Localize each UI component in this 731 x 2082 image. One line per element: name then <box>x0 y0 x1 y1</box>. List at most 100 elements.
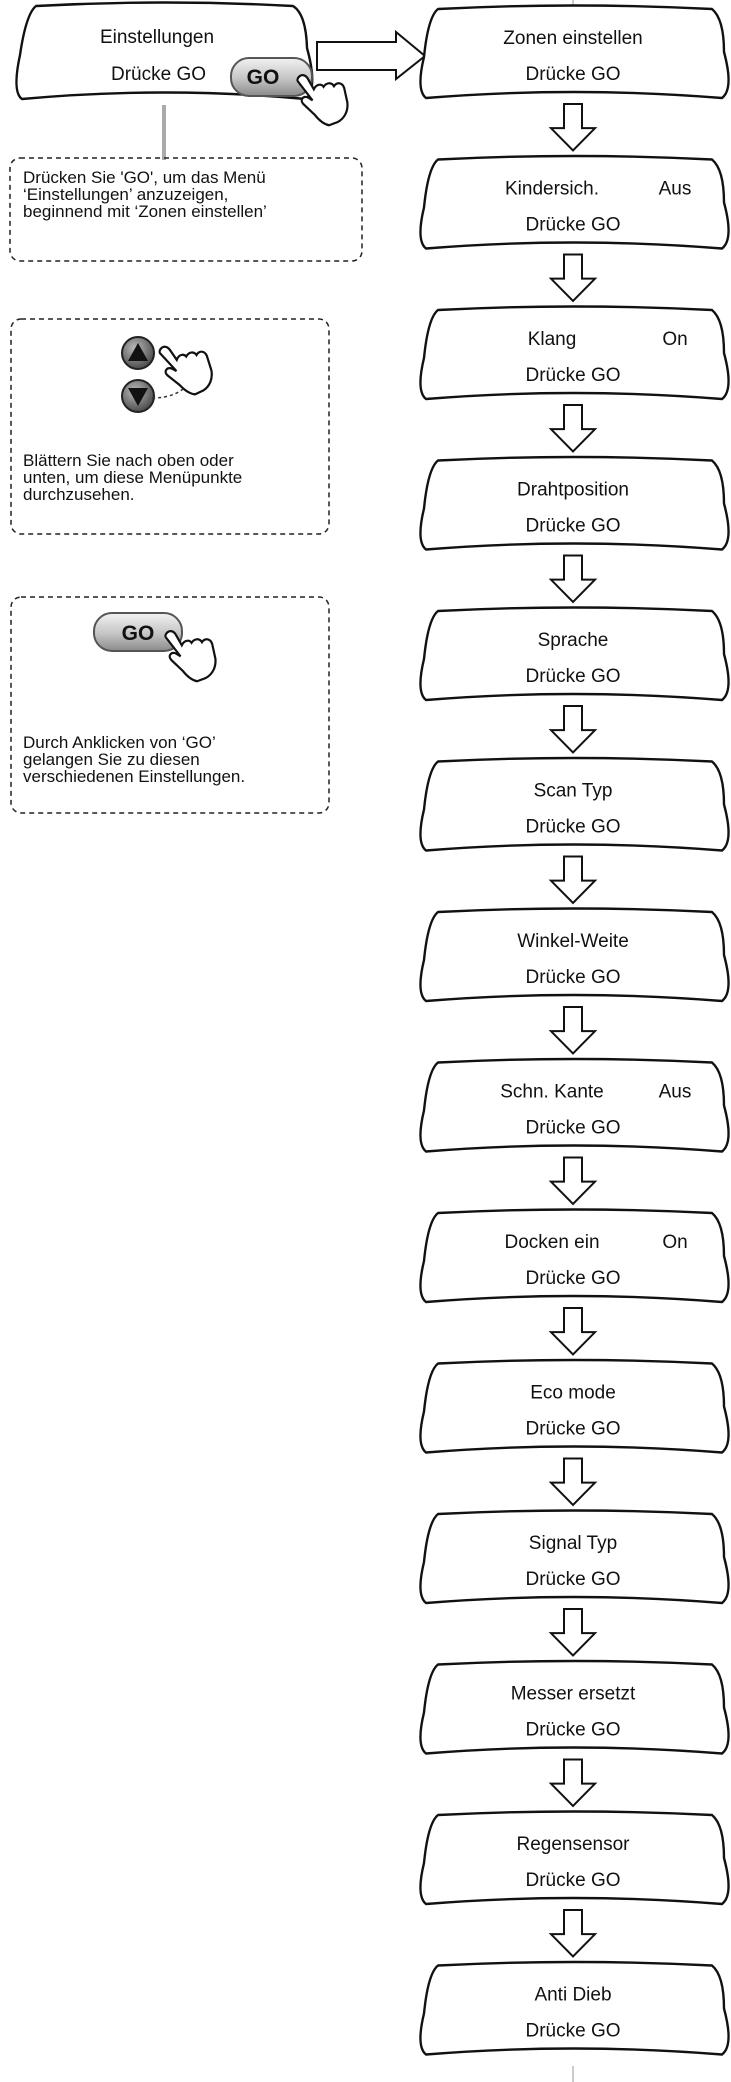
menu-item-frame <box>419 1208 730 1304</box>
menu-item-label: Drahtposition <box>517 480 629 501</box>
menu-item-prompt: Drücke GO <box>525 1870 620 1891</box>
menu-item-frame <box>419 606 730 702</box>
flow-down-arrow <box>548 1909 598 1958</box>
flow-down-arrow <box>548 1758 598 1808</box>
arrow-down-icon <box>128 388 148 406</box>
menu-item-value: On <box>662 329 687 350</box>
flow-down-arrow <box>548 705 598 754</box>
menu-item-prompt: Drücke GO <box>525 967 620 988</box>
flow-down-arrow <box>548 1006 598 1055</box>
menu-item-frame <box>419 1509 730 1605</box>
menu-item-prompt: Drücke GO <box>525 1569 620 1590</box>
go-button[interactable]: GO <box>230 57 313 97</box>
note-1-text: Drücken Sie 'GO', um das Menü ‘Einstellu… <box>23 169 267 220</box>
flow-down-arrow <box>548 103 598 152</box>
note-line: durchzusehen. <box>23 485 135 504</box>
menu-item-frame <box>419 756 730 852</box>
menu-item-frame <box>419 1659 730 1755</box>
flow-down-arrow <box>548 1608 598 1657</box>
menu-item-frame <box>419 1960 730 2056</box>
menu-item-label: Scan Typ <box>534 781 613 802</box>
menu-item-frame <box>419 4 730 100</box>
menu-item-prompt: Drücke GO <box>525 516 620 537</box>
menu-item-label: Winkel-Weite <box>517 931 629 952</box>
menu-item-prompt: Drücke GO <box>525 1118 620 1139</box>
flow-down-arrow <box>548 554 598 604</box>
menu-item-frame <box>419 1810 730 1906</box>
note-1-frame <box>9 157 363 262</box>
flow-down-arrow <box>548 404 598 453</box>
menu-item-prompt: Drücke GO <box>525 215 620 236</box>
note-line: Durch Anklicken von ‘GO’ <box>23 733 216 752</box>
menu-item-label: Eco mode <box>530 1383 616 1404</box>
flow-down-arrow <box>548 1156 598 1206</box>
flow-down-arrow <box>548 1457 598 1507</box>
note-line: gelangen Sie zu diesen <box>23 750 200 769</box>
note-go-button[interactable]: GO <box>93 612 183 652</box>
menu-item-prompt: Drücke GO <box>525 817 620 838</box>
menu-item-frame <box>419 455 730 551</box>
menu-item-frame <box>419 154 730 250</box>
note-2-frame <box>10 318 330 535</box>
note-line: beginnend mit ‘Zonen einstellen’ <box>23 202 267 221</box>
menu-item-frame <box>419 305 730 401</box>
note-3-frame <box>10 596 330 814</box>
menu-item-value: Aus <box>659 179 692 200</box>
menu-item-label: Regensensor <box>516 1834 630 1855</box>
menu-item-prompt: Drücke GO <box>525 64 620 85</box>
menu-item-label: Klang <box>528 329 577 350</box>
note-line: ‘Einstellungen’ anzuzeigen, <box>23 185 229 204</box>
start-box-prompt: Drücke GO <box>111 64 206 85</box>
flow-down-arrow <box>548 1307 598 1356</box>
start-to-menu-arrow <box>316 29 427 82</box>
note-line: Blättern Sie nach oben oder <box>23 451 234 470</box>
menu-item-frame <box>419 907 730 1003</box>
note-line: Drücken Sie 'GO', um das Menü <box>23 168 266 187</box>
menu-item-frame <box>419 1358 730 1454</box>
flow-down-arrow <box>548 253 598 303</box>
pointing-hand-icon <box>154 330 221 403</box>
menu-item-label: Anti Dieb <box>534 1985 611 2006</box>
menu-item-prompt: Drücke GO <box>525 2021 620 2042</box>
menu-item-value: On <box>662 1232 687 1253</box>
arrow-up-icon <box>128 343 148 361</box>
flow-down-arrow <box>548 855 598 905</box>
menu-item-label: Signal Typ <box>529 1533 617 1554</box>
menu-item-label: Kindersich. <box>505 179 599 200</box>
note-go-button-label: GO <box>122 622 155 645</box>
note-line: unten, um diese Menüpunkte <box>23 468 243 487</box>
menu-item-prompt: Drücke GO <box>525 1419 620 1440</box>
menu-item-label: Sprache <box>538 630 609 651</box>
menu-item-label: Schn. Kante <box>500 1082 604 1103</box>
menu-item-label: Docken ein <box>504 1232 599 1253</box>
note-2-illustration <box>10 318 330 535</box>
menu-item-label: Messer ersetzt <box>511 1684 636 1705</box>
menu-item-frame <box>419 1057 730 1153</box>
menu-item-prompt: Drücke GO <box>525 365 620 386</box>
go-button-label: GO <box>247 66 280 89</box>
start-box-title: Einstellungen <box>100 27 214 48</box>
menu-item-prompt: Drücke GO <box>525 1268 620 1289</box>
menu-item-value: Aus <box>659 1082 692 1103</box>
note-2-text: Blättern Sie nach oben oder unten, um di… <box>23 452 242 503</box>
note-3-text: Durch Anklicken von ‘GO’ gelangen Sie zu… <box>23 734 245 785</box>
menu-item-label: Zonen einstellen <box>503 28 642 49</box>
note-line: verschiedenen Einstellungen. <box>23 767 246 786</box>
menu-item-prompt: Drücke GO <box>525 1720 620 1741</box>
